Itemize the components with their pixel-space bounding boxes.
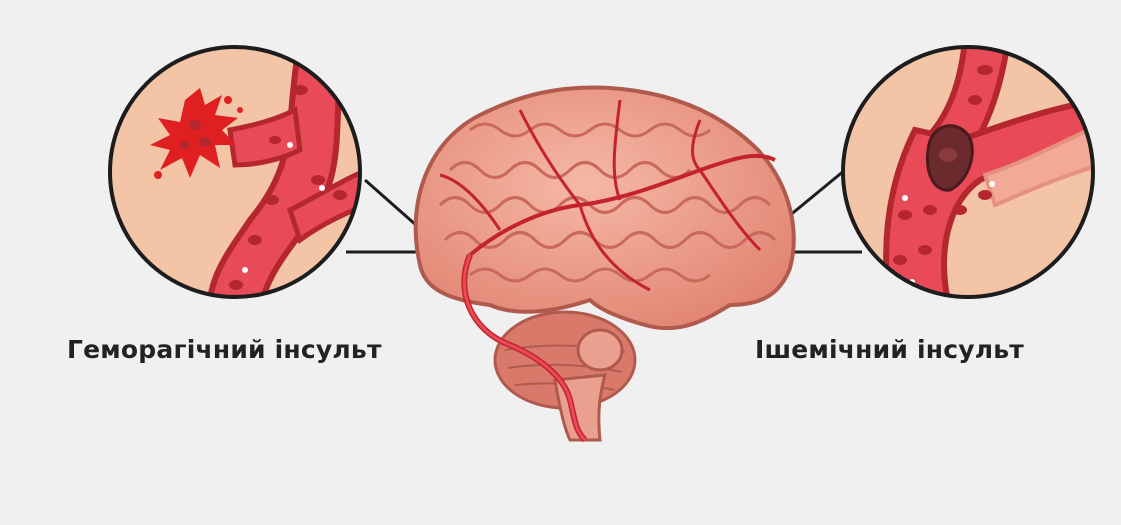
blocked-vessel-icon bbox=[843, 40, 1100, 310]
burst-vessel-icon bbox=[110, 40, 380, 320]
brain-icon bbox=[416, 87, 794, 440]
ischemic-stroke-label: Ішемічний інсульт bbox=[755, 335, 1024, 364]
hemorrhagic-stroke-label: Геморагічний інсульт bbox=[67, 335, 382, 364]
